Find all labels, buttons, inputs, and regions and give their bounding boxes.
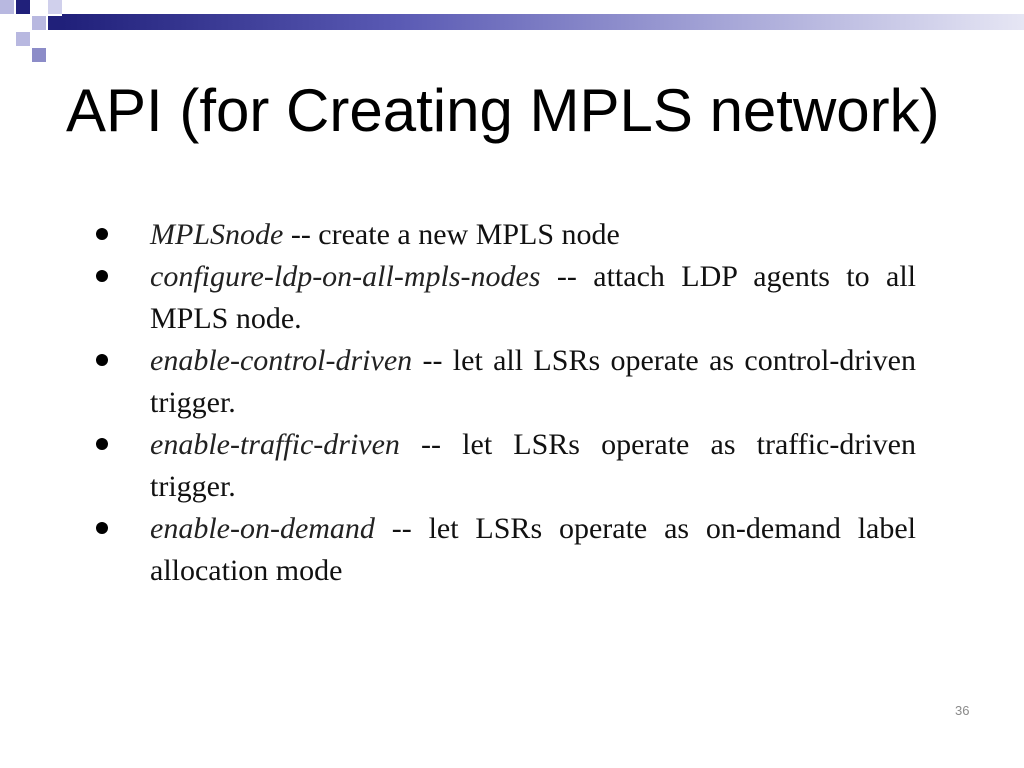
bullet-dot-icon [96,270,108,282]
api-description: -- let all LSRs operate as control-drive… [150,344,916,419]
list-item: enable-traffic-driven -- let LSRs operat… [90,424,916,508]
bullet-dot-icon [96,354,108,366]
page-number: 36 [955,703,970,718]
header-gradient-bar [62,14,1024,30]
slide-title: API (for Creating MPLS network) [66,77,940,144]
list-item: MPLSnode -- create a new MPLS node [90,214,916,256]
list-item: enable-control-driven -- let all LSRs op… [90,340,916,424]
api-term: enable-traffic-driven [150,428,400,461]
api-term: enable-control-driven [150,344,413,377]
api-description: -- let LSRs operate as on-demand label a… [150,512,916,587]
bullet-list: MPLSnode -- create a new MPLS node confi… [90,214,916,592]
bullet-dot-icon [96,438,108,450]
api-description: -- attach LDP agents to all MPLS node. [150,260,916,335]
corner-square-decoration [0,0,80,70]
list-item: enable-on-demand -- let LSRs operate as … [90,508,916,592]
bullet-dot-icon [96,228,108,240]
api-term: MPLSnode [150,218,284,251]
api-description: -- create a new MPLS node [283,218,620,251]
list-item: configure-ldp-on-all-mpls-nodes -- attac… [90,256,916,340]
api-term: enable-on-demand [150,512,375,545]
api-term: configure-ldp-on-all-mpls-nodes [150,260,541,293]
bullet-dot-icon [96,522,108,534]
api-description: -- let LSRs operate as traffic-driven tr… [150,428,916,503]
